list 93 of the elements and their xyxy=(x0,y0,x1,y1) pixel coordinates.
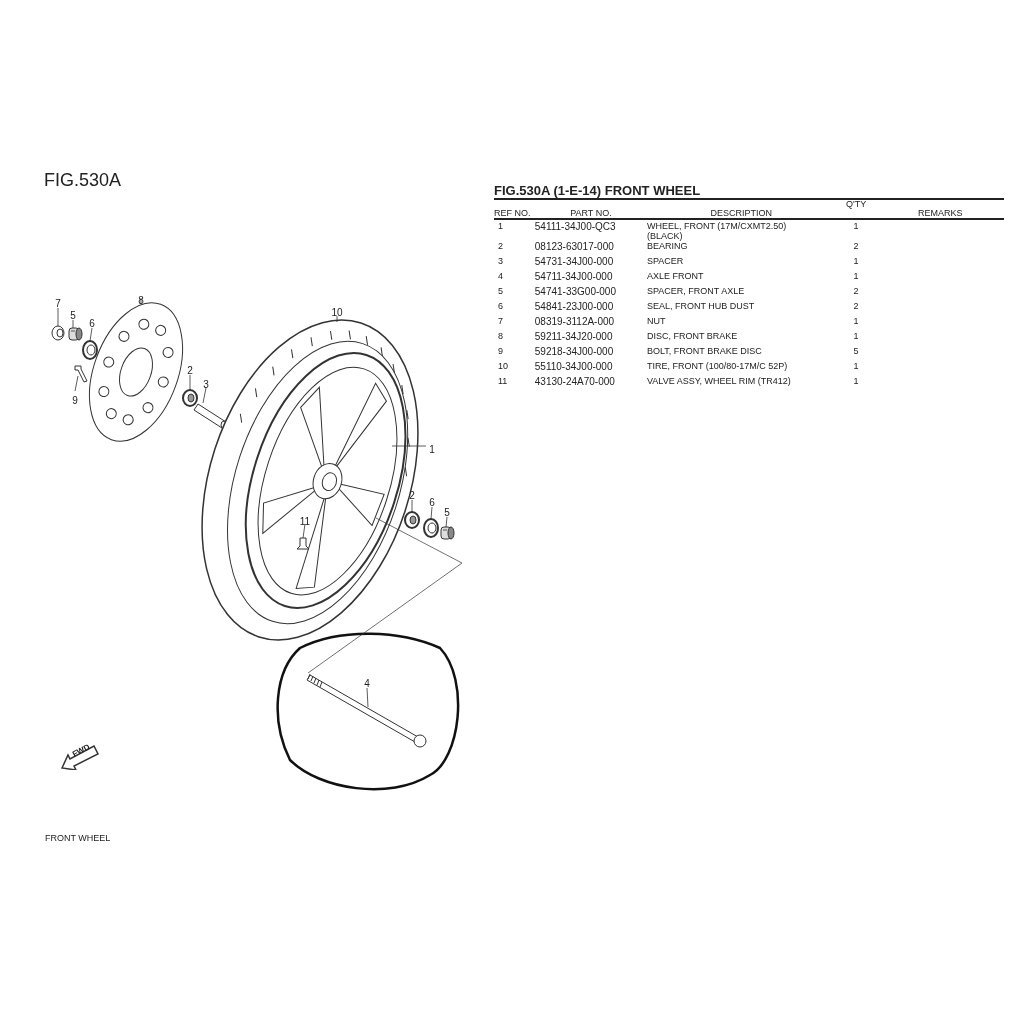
part-number: 55110-34J00-000 xyxy=(534,361,613,372)
part-number: 54711-34J00-000 xyxy=(534,271,613,282)
callout-number: 10 xyxy=(331,307,343,318)
callout-number: 2 xyxy=(409,490,415,501)
part-description: NUT xyxy=(647,316,666,326)
leader-line xyxy=(391,445,427,447)
ref-number: 11 xyxy=(498,376,508,386)
leader-line xyxy=(411,499,413,513)
callout-number: 4 xyxy=(364,678,370,689)
part-number: 08123-63017-000 xyxy=(534,241,614,252)
ref-number: 6 xyxy=(498,301,503,311)
quantity: 1 xyxy=(853,376,859,386)
part-number: 43130-24A70-000 xyxy=(534,376,615,387)
quantity: 1 xyxy=(853,331,859,341)
part-description: DISC, FRONT BRAKE xyxy=(647,331,738,341)
part-description: BOLT, FRONT BRAKE DISC xyxy=(647,346,762,356)
leader-line xyxy=(445,516,448,528)
part-number: 54731-34J00-000 xyxy=(534,256,614,267)
ref-number: 9 xyxy=(498,346,503,356)
part-description: WHEEL, FRONT (17M/CXMT2.50) (BLACK) xyxy=(647,221,788,241)
callout-number: 5 xyxy=(70,310,76,321)
callout-number: 2 xyxy=(187,365,193,376)
quantity: 1 xyxy=(853,256,859,266)
ref-number: 2 xyxy=(498,241,503,251)
leader-line xyxy=(72,319,74,329)
quantity: 5 xyxy=(853,346,859,356)
leader-line xyxy=(189,374,191,391)
callout-number: 5 xyxy=(444,507,450,518)
part-number: 54741-33G00-000 xyxy=(534,286,616,297)
leader-line xyxy=(302,523,306,539)
part-description: VALVE ASSY, WHEEL RIM (TR412) xyxy=(647,376,791,386)
quantity: 1 xyxy=(853,361,859,371)
part-description: SPACER, FRONT AXLE xyxy=(647,286,745,296)
part-number: 59211-34J20-000 xyxy=(534,331,613,342)
column-header: DESCRIPTION xyxy=(710,208,773,218)
quantity: 1 xyxy=(853,271,859,281)
ref-number: 10 xyxy=(498,361,508,371)
leader-line xyxy=(430,506,433,520)
seal-drawing xyxy=(423,518,439,538)
callout-number: 1 xyxy=(429,444,435,455)
seal-drawing xyxy=(82,340,98,360)
figure-title: FIG.530A xyxy=(44,170,122,191)
nut-drawing xyxy=(51,325,65,341)
callout-number: 6 xyxy=(429,497,435,508)
callout-number: 11 xyxy=(299,516,311,527)
ref-number: 8 xyxy=(498,331,503,341)
valve-drawing xyxy=(296,537,310,550)
ref-number: 4 xyxy=(498,271,503,281)
leader-line xyxy=(366,687,369,708)
ref-number: 5 xyxy=(498,286,503,296)
part-description: BEARING xyxy=(647,241,688,251)
leader-line xyxy=(89,327,93,342)
quantity: 2 xyxy=(853,301,859,311)
quantity: 1 xyxy=(853,316,859,326)
column-header: REMARKS xyxy=(917,208,963,218)
callout-number: 3 xyxy=(203,379,209,390)
column-header: Q'TY xyxy=(845,199,867,209)
center-line xyxy=(307,517,463,674)
leader-line xyxy=(202,387,207,404)
table-title: FIG.530A (1-E-14) FRONT WHEEL xyxy=(494,183,702,198)
part-description: TIRE, FRONT (100/80-17M/C 52P) xyxy=(647,361,788,371)
part-number: 54841-23J00-000 xyxy=(534,301,614,312)
spacer-drawing xyxy=(440,526,455,540)
quantity: 2 xyxy=(853,241,859,251)
column-header: PART NO. xyxy=(570,208,612,218)
part-description: AXLE FRONT xyxy=(647,271,704,281)
axle-drawing xyxy=(306,673,427,748)
ref-number: 1 xyxy=(498,221,503,231)
tire-drawing xyxy=(201,319,419,641)
bearing-drawing xyxy=(404,511,420,529)
callout-number: 7 xyxy=(55,298,61,309)
caption: FRONT WHEEL xyxy=(45,833,111,843)
part-number: 54111-34J00-QC3 xyxy=(534,221,616,232)
spacer-drawing xyxy=(68,327,83,341)
callout-number: 6 xyxy=(89,318,95,329)
rim-drawing xyxy=(244,352,407,609)
quantity: 2 xyxy=(853,286,859,296)
part-description: SEAL, FRONT HUB DUST xyxy=(647,301,755,311)
part-number: 59218-34J00-000 xyxy=(534,346,614,357)
quantity: 1 xyxy=(853,221,859,231)
bolt-drawing xyxy=(74,365,88,383)
callout-number: 8 xyxy=(138,295,144,306)
ref-number: 3 xyxy=(498,256,503,266)
leader-line xyxy=(336,315,338,323)
part-number: 08319-3112A-000 xyxy=(534,316,615,327)
ref-number: 7 xyxy=(498,316,503,326)
leader-line xyxy=(57,307,59,327)
part-description: SPACER xyxy=(647,256,684,266)
bearing-drawing xyxy=(182,389,198,407)
disc-drawing xyxy=(89,302,183,442)
column-header: REF NO. xyxy=(494,208,531,218)
leader-line xyxy=(74,375,79,392)
callout-number: 9 xyxy=(72,395,78,406)
